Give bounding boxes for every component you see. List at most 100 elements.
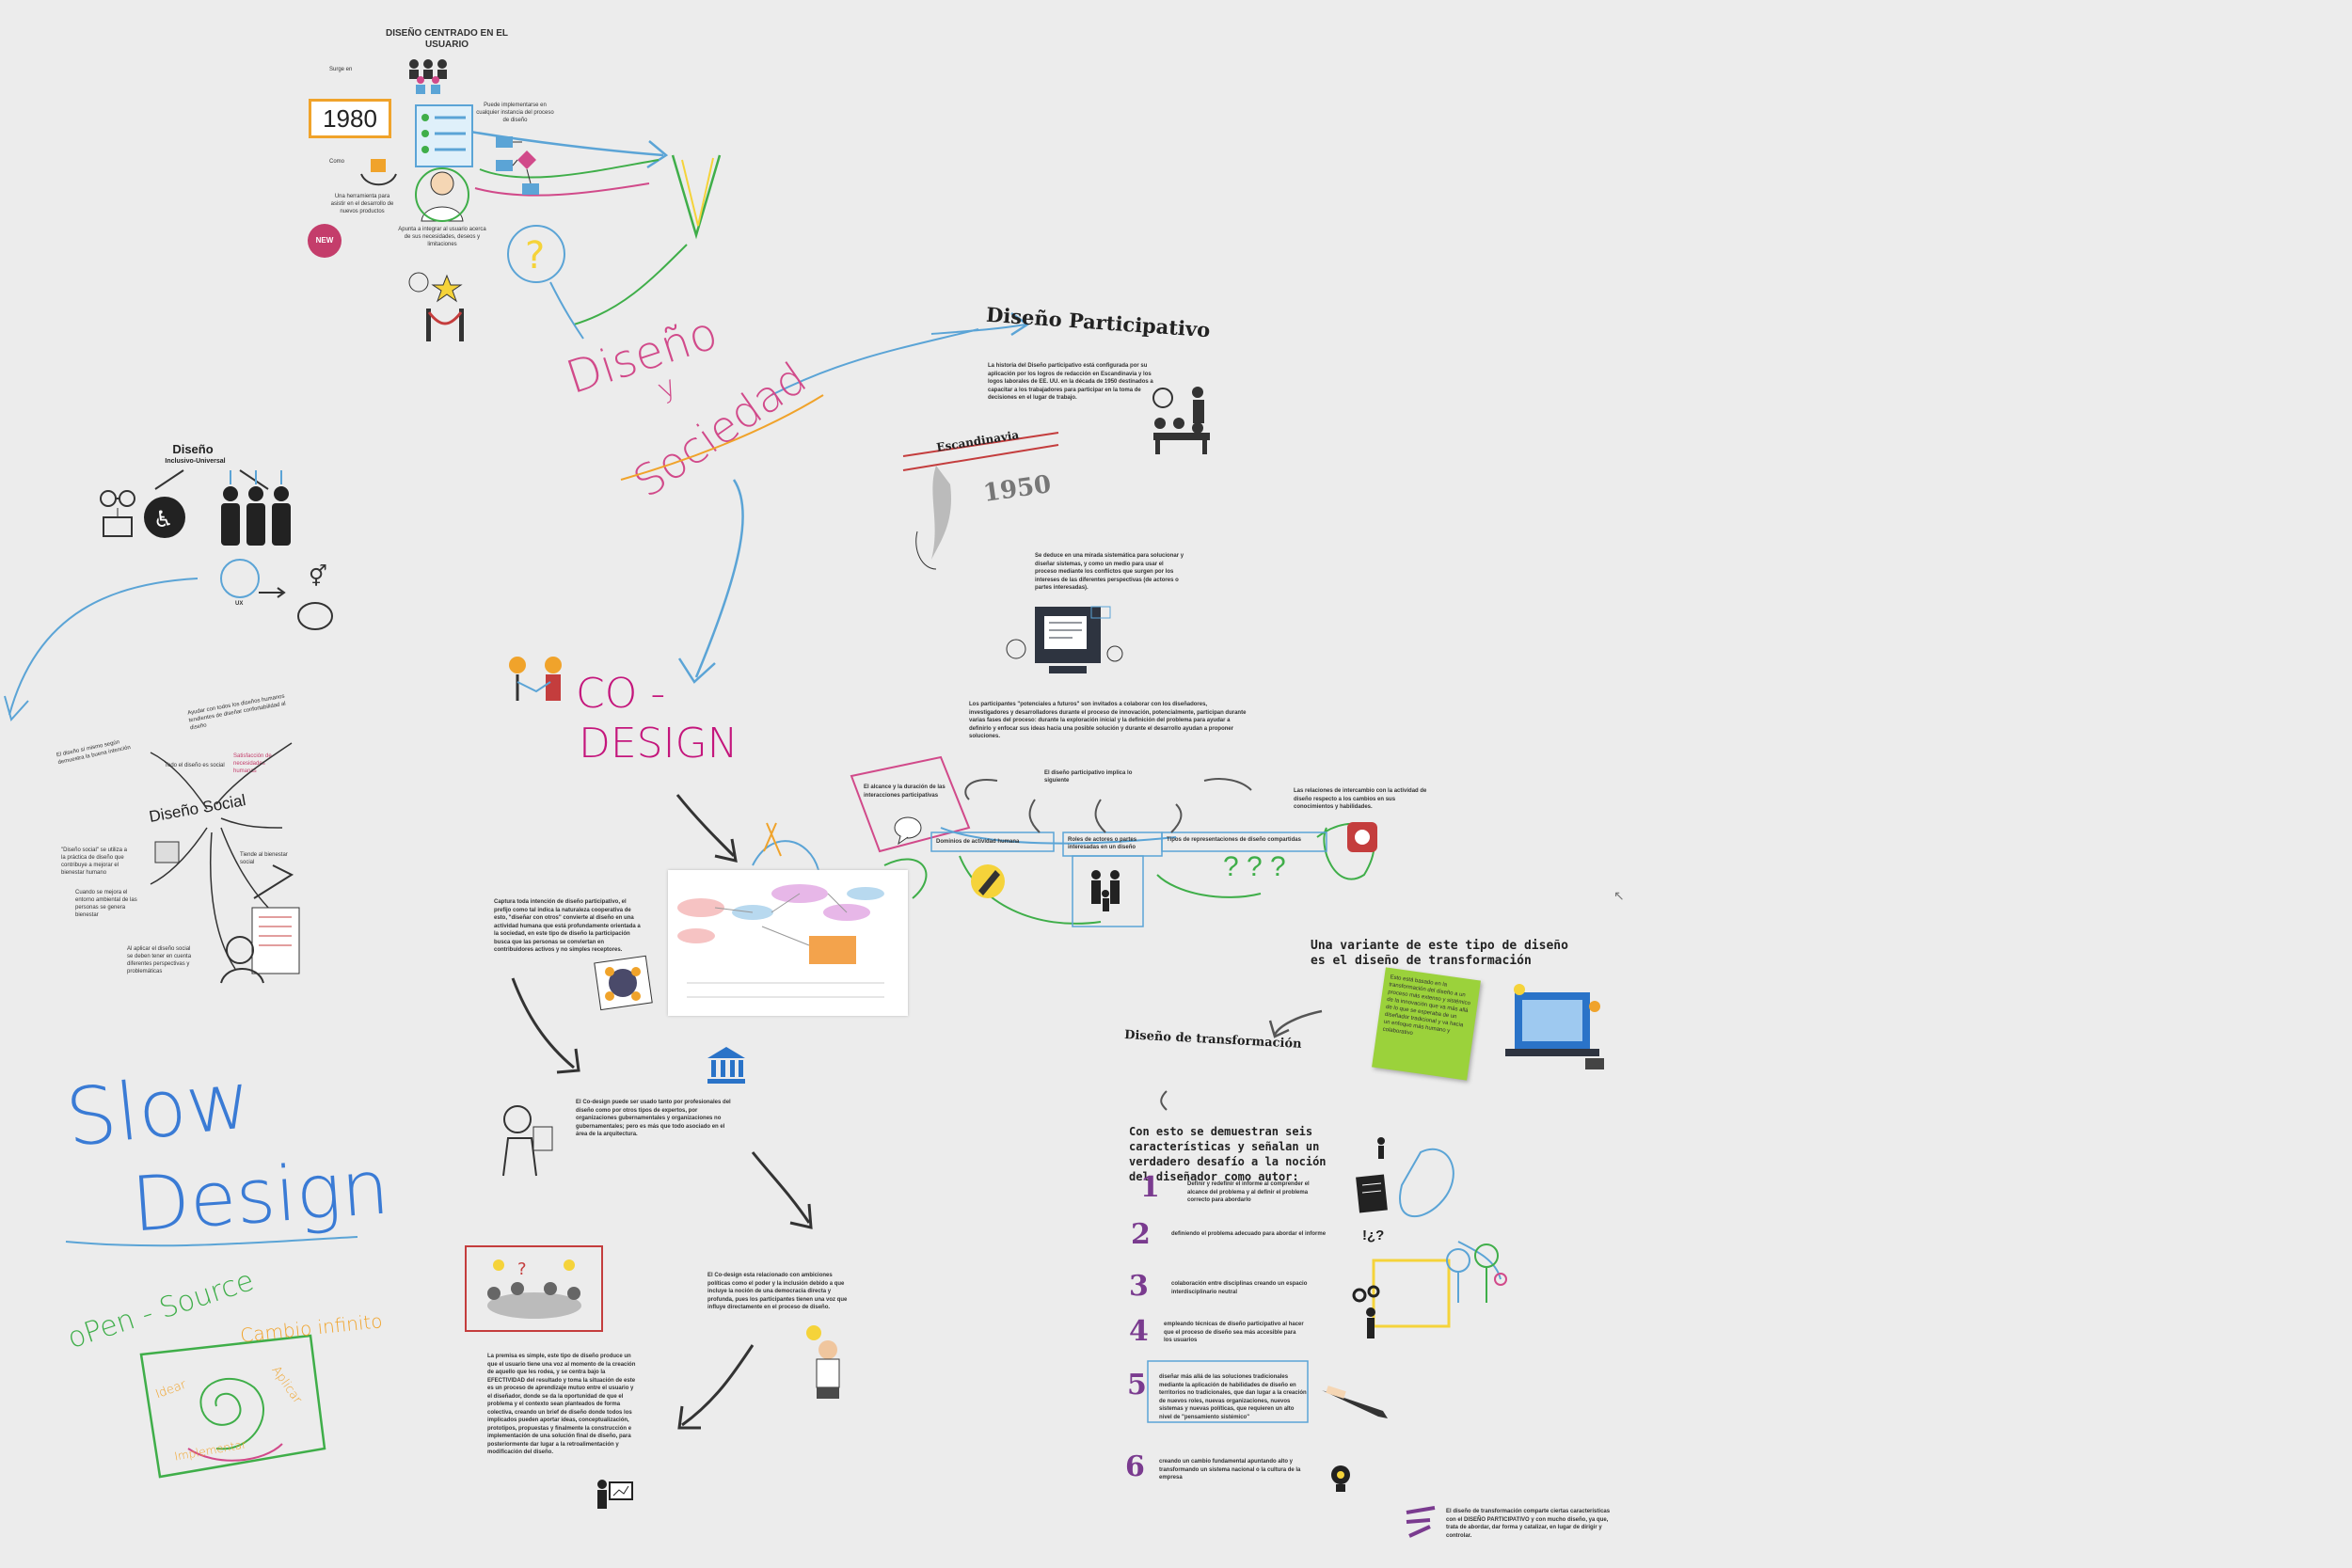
item-6-number: 6 (1125, 1450, 1145, 1483)
user-avatar-icon (415, 167, 469, 222)
codesign-para2: El Co-design puede ser usado tanto por p… (576, 1100, 731, 1137)
circle-connector (549, 281, 584, 340)
hands-box-icon (360, 159, 397, 186)
slow-underline (65, 1236, 358, 1247)
social-diagram-lines (150, 742, 300, 984)
codesign-title-1: CO - (576, 670, 666, 718)
computer-process-icon (1006, 606, 1123, 673)
two-people-icon (509, 657, 562, 701)
svg-text:?: ? (525, 234, 545, 277)
social-text-h: Al aplicar el diseño social se deben ten… (127, 946, 192, 974)
box-types (1161, 832, 1327, 852)
participativo-method: Se deduce en una mirada sistemática para… (1035, 553, 1184, 591)
people-icon (221, 486, 291, 546)
camera-icon (1347, 822, 1377, 852)
purple-brush-icon (1406, 1506, 1436, 1538)
slow-word1: Slow (61, 1053, 256, 1165)
sketch-arrow-1 (675, 794, 736, 858)
gender-icon: ⚥ (309, 563, 327, 589)
speech-bubble-icon (894, 816, 922, 846)
people-group-icon (154, 841, 180, 863)
sketch-arrow-3 (751, 1151, 811, 1224)
item-4-number: 4 (1129, 1315, 1149, 1348)
participativo-roles: Roles de actores o partes interesadas en… (1068, 837, 1137, 850)
ux-circle (220, 559, 260, 598)
rope-barrier-icon (426, 309, 464, 341)
center-underline (620, 394, 824, 481)
blue-flow-line (940, 827, 1177, 845)
scandinavia-card (902, 432, 1059, 570)
social-text-e: Tiende al bienestar social (240, 852, 288, 865)
item-3-number: 3 (1129, 1270, 1149, 1303)
presenter-icon (597, 1480, 633, 1509)
participativo-participants: Los participantes "potenciales a futuros… (969, 702, 1247, 739)
box-item-5 (1147, 1360, 1309, 1423)
codesign-para4: La premisa es simple, este tipo de diseñ… (487, 1354, 636, 1455)
svg-text:?: ? (517, 1259, 527, 1279)
svg-text:♿: ♿ (153, 506, 174, 532)
character-sketch-icon (502, 1105, 553, 1177)
item-3-text: colaboración entre disciplinas creando u… (1171, 1281, 1308, 1295)
participativo-implies: El diseño participativo implica lo sigui… (1044, 770, 1133, 784)
participativo-intro: La historia del Diseño participativo est… (988, 363, 1153, 401)
slow-word2: Design (129, 1143, 392, 1249)
social-text-g: Cuando se mejora el entorno ambiental de… (75, 890, 137, 918)
ucd-implement-text: Puede implementarse en cualquier instanc… (476, 103, 554, 123)
pink-stroke (474, 182, 650, 197)
item-4-text: empleando técnicas de diseño participati… (1164, 1322, 1304, 1343)
dashboard-laptop-icon (1505, 984, 1604, 1069)
transform-variant: Una variante de este tipo de diseño es e… (1311, 939, 1568, 968)
ucd-year-box: 1980 (309, 99, 391, 138)
question-circle (507, 225, 565, 283)
item-2-text: definiendo el problema adecuado para abo… (1171, 1231, 1327, 1237)
slow-spiral (199, 1378, 264, 1450)
ucd-year: 1980 (323, 104, 377, 133)
item-1-number: 1 (1140, 1171, 1160, 1204)
green-flow-line (959, 855, 1102, 925)
cursor-icon: ↖ (1613, 888, 1625, 903)
meeting-table-icon: ? (465, 1245, 603, 1332)
pencil-icon (971, 864, 1005, 898)
chart-up-icon (253, 864, 294, 899)
family-icon (1091, 870, 1120, 911)
right-flow-curve (1316, 822, 1375, 880)
item-6-text: creando un cambio fundamental apuntando … (1159, 1459, 1301, 1481)
ucd-tool-text: Una herramienta para asistir en el desar… (330, 194, 394, 214)
transform-qmark: !¿? (1362, 1227, 1385, 1243)
participativo-domain: Dominios de actividad humana (936, 839, 1020, 845)
arrow-to-participativo-head (930, 324, 1026, 335)
blue-arrow-head (646, 140, 669, 169)
left-blue-arc (8, 578, 199, 716)
flowchart-icon (496, 136, 539, 195)
question-marks: ? ? ? (1223, 851, 1286, 882)
glasses-icon (100, 490, 135, 507)
gears-person-icon (1352, 1285, 1380, 1338)
transform-side-icons (1356, 1137, 1388, 1213)
ucd-integrate-text: Apunta a integrar al usuario acerca de s… (398, 227, 486, 247)
ucd-title: DISEÑO CENTRADO EN EL USUARIO (385, 28, 508, 50)
blue-arrow-stroke (469, 130, 664, 157)
codesign-map-image (668, 870, 908, 1016)
arrow-to-transform (1273, 1009, 1323, 1036)
businessman-idea-icon (806, 1325, 840, 1399)
transform-yellow-square (1372, 1259, 1451, 1328)
participativo-relations: Las relaciones de intercambio con la act… (1294, 788, 1427, 810)
box-roles-image (1072, 855, 1144, 927)
sketch-arrow-4 (681, 1344, 755, 1427)
wheelchair-icon (144, 497, 185, 538)
team-icon (409, 59, 447, 94)
transform-closing: El diseño de transformación comparte cie… (1446, 1509, 1611, 1539)
lightbulb-icon (1331, 1465, 1350, 1492)
transform-note: Esto está basado en la transformación de… (1372, 967, 1481, 1081)
transform-bubble (1399, 1148, 1454, 1218)
codesign-para3: El Co-design esta relacionado con ambici… (707, 1273, 848, 1310)
codesign-title-2: DESIGN (579, 720, 739, 768)
ux-label: UX (235, 601, 244, 607)
item-2-number: 2 (1131, 1218, 1151, 1251)
checklist-icon (415, 104, 473, 167)
arrow-to-participativo (771, 328, 979, 396)
social-text-d: Satisfacción de necesidades humanas (233, 753, 272, 774)
sketch-arrow-2 (511, 977, 575, 1069)
inclusive-title: Diseño (172, 442, 214, 456)
